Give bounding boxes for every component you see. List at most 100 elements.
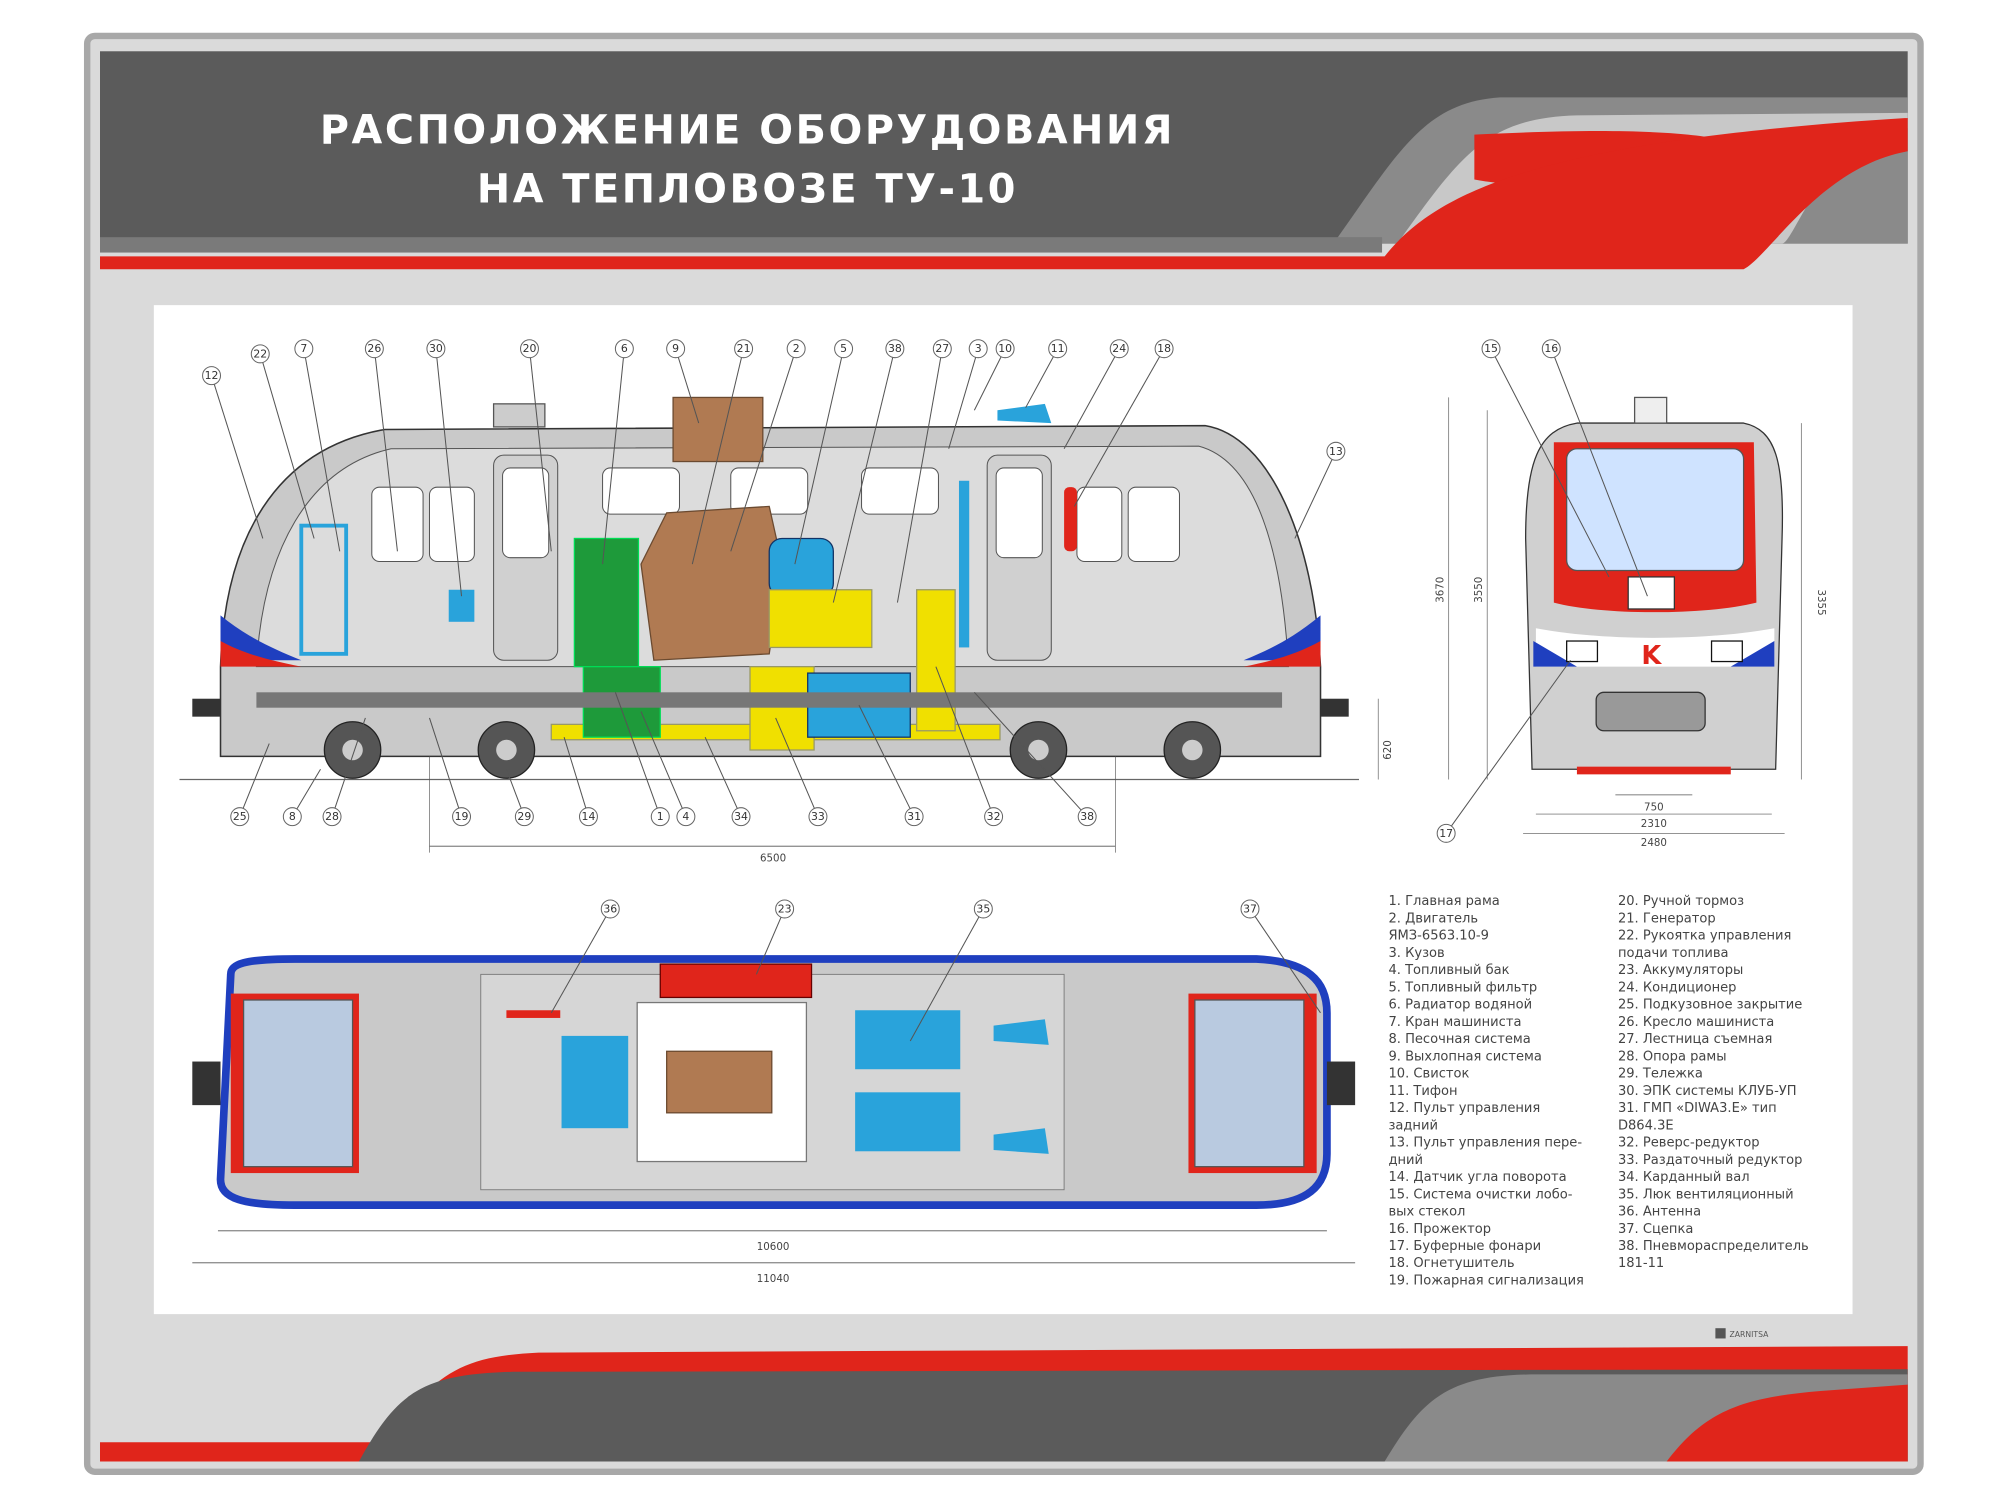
callout-number: 8 [289, 810, 296, 823]
callout-side-top: 9 [666, 339, 700, 424]
legend-item: 16. Прожектор [1388, 1222, 1491, 1237]
callout-side-top: 38 [832, 339, 905, 603]
callout-number: 6 [621, 342, 628, 355]
legend-item: 5. Топливный фильтр [1388, 980, 1537, 995]
callout-side-bottom: 8 [282, 768, 321, 827]
callout-leader-line [973, 348, 1006, 411]
callout-number: 20 [523, 342, 537, 355]
dimension-height-total: 3670 [1435, 577, 1447, 603]
callout-circle [1436, 823, 1456, 843]
callout-leader-line [1294, 451, 1337, 539]
callout-number: 23 [778, 902, 792, 915]
callout-circle [426, 339, 446, 359]
footer-band [100, 1346, 1908, 1462]
legend-item: 37. Сцепка [1618, 1222, 1693, 1237]
callout-number: 29 [517, 810, 531, 823]
callout-side-top: 21 [691, 339, 754, 565]
callout-number: 32 [987, 810, 1001, 823]
legend-item: 2. Двигатель [1388, 911, 1478, 926]
callout-circle [578, 807, 598, 827]
legend-item: 14. Датчик угла поворота [1388, 1170, 1566, 1185]
callout-number: 11 [1051, 342, 1065, 355]
legend-item: 12. Пульт управления [1388, 1101, 1540, 1116]
dimension-bogie-base: 6500 [760, 853, 786, 865]
callout-number: 22 [253, 347, 267, 360]
callout-side-top: 12 [202, 366, 264, 539]
legend-item: 29. Тележка [1618, 1067, 1703, 1082]
callout-circle [1154, 339, 1174, 359]
legend-item: ЯМЗ-6563.10-9 [1388, 929, 1488, 944]
legend-item: 18. Огнетушитель [1388, 1256, 1514, 1271]
legend-item: 17. Буферные фонари [1388, 1239, 1541, 1254]
callout-number: 24 [1112, 342, 1126, 355]
dimension-width-2: 2480 [1641, 837, 1667, 849]
callout-number: 5 [840, 342, 847, 355]
callout-side-bottom: 29 [505, 769, 534, 827]
callout-side-top: 24 [1063, 339, 1129, 449]
callout-circle [364, 339, 384, 359]
callout-side-bottom: 14 [563, 737, 598, 827]
legend-item: дний [1388, 1153, 1423, 1168]
callout-side-top: 7 [294, 339, 341, 552]
callout-number: 31 [907, 810, 921, 823]
legend-item: 21. Генератор [1618, 911, 1716, 926]
legend-item: 26. Кресло машиниста [1618, 1015, 1774, 1030]
callout-leader-line [832, 348, 896, 603]
callout-number: 28 [325, 810, 339, 823]
callout-number: 15 [1484, 342, 1498, 355]
callout-number: 9 [672, 342, 679, 355]
callout-circle [600, 899, 620, 919]
callout-side-top: 13 [1294, 441, 1346, 539]
legend-item: 25. Подкузовное закрытие [1618, 998, 1802, 1013]
callout-number: 34 [734, 810, 748, 823]
callout-leader-line [550, 908, 611, 1014]
legend-item: задний [1388, 1118, 1438, 1133]
callout-top-view: 36 [550, 899, 620, 1014]
dimension-gauge: 750 [1644, 801, 1664, 813]
callout-leader-line [1249, 908, 1321, 1014]
callout-number: 4 [682, 810, 689, 823]
callout-leader-line [428, 717, 463, 817]
callout-leader-line [858, 704, 915, 817]
callout-number: 36 [603, 902, 617, 915]
legend-item: 15. Система очистки лобо- [1388, 1187, 1572, 1202]
callout-number: 21 [737, 342, 751, 355]
callout-circle [885, 339, 905, 359]
callout-leader-line [935, 666, 995, 817]
callout-circle [666, 339, 686, 359]
callout-number: 18 [1157, 342, 1171, 355]
callout-leader-line [973, 691, 1088, 818]
callout-circle [230, 807, 250, 827]
callout-circle [973, 899, 993, 919]
callout-circle [250, 344, 270, 364]
callout-circle [514, 807, 534, 827]
callout-leader-line [259, 353, 315, 539]
callout-circle [808, 807, 828, 827]
logo-text: ZARNITSA [1729, 1330, 1769, 1339]
callout-circle [734, 339, 754, 359]
callout-side-bottom: 1 [614, 692, 670, 827]
callout-side-top: 18 [1073, 339, 1174, 507]
callout-number: 38 [888, 342, 902, 355]
legend-item: 35. Люк вентиляционный [1618, 1187, 1794, 1202]
callout-front: 16 [1541, 339, 1648, 597]
callout-leader-line [1073, 348, 1165, 507]
callout-number: 12 [205, 369, 219, 382]
callout-top-view: 35 [909, 899, 993, 1042]
legend-item: 9. Выхлопная система [1388, 1049, 1541, 1064]
legend-item: 6. Радиатор водяной [1388, 998, 1532, 1013]
legend-item: 11. Тифон [1388, 1084, 1457, 1099]
callout-side-bottom: 4 [640, 711, 696, 827]
callout-leader-line [614, 692, 661, 817]
legend-item: 10. Свисток [1388, 1067, 1469, 1082]
callout-number: 33 [811, 810, 825, 823]
front-view-locomotive: K 3670 3550 3355 750 2310 2480 [1435, 396, 1827, 849]
callout-leader-line [730, 348, 797, 552]
dimension-height-body: 3355 [1815, 590, 1827, 616]
header-band [100, 51, 1908, 270]
callout-leader-line [373, 348, 398, 552]
callout-side-bottom: 38 [973, 691, 1097, 827]
callout-circle [650, 807, 670, 827]
dimension-height-cab: 3550 [1473, 577, 1485, 603]
